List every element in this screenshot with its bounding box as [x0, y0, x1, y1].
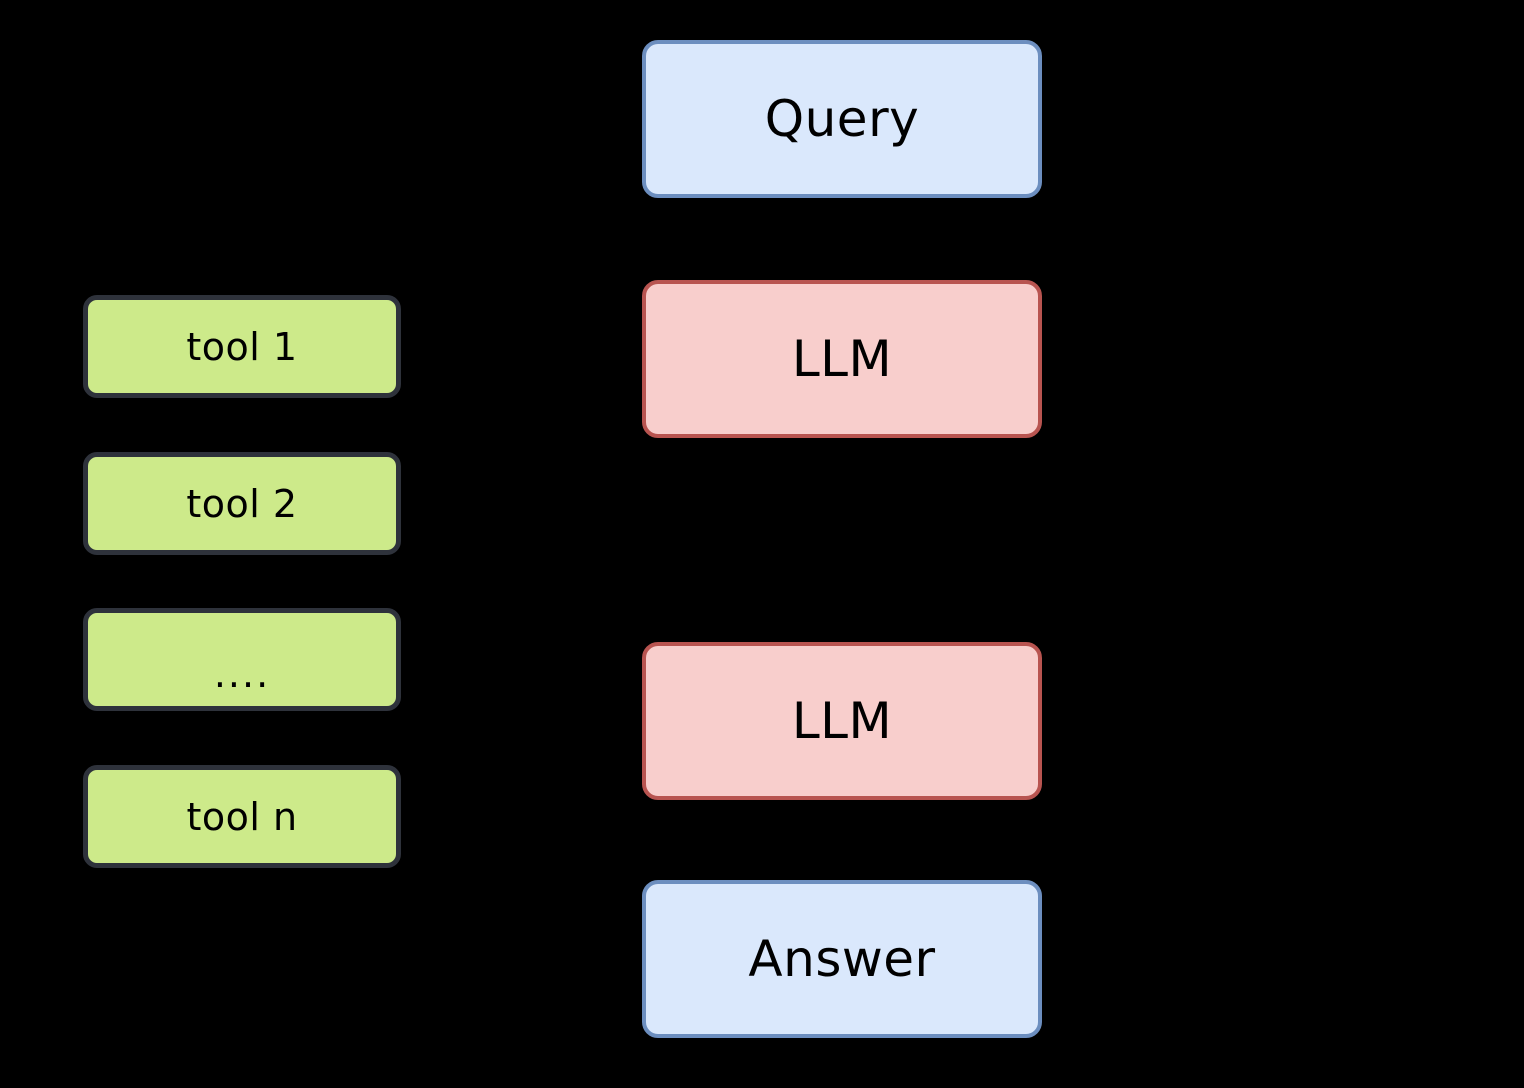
- node-tool-1[interactable]: tool 1: [83, 295, 401, 398]
- node-llm-bottom[interactable]: LLM: [642, 642, 1042, 800]
- node-answer-label: Answer: [748, 930, 936, 988]
- node-query[interactable]: Query: [642, 40, 1042, 198]
- node-tool-2-label: tool 2: [186, 481, 298, 526]
- node-tool-n-label: tool n: [186, 794, 298, 839]
- node-llm-bottom-label: LLM: [791, 692, 893, 750]
- node-tool-n[interactable]: tool n: [83, 765, 401, 868]
- node-tool-ellipsis[interactable]: ....: [83, 608, 401, 711]
- node-query-label: Query: [764, 90, 920, 148]
- node-tool-2[interactable]: tool 2: [83, 452, 401, 555]
- node-answer[interactable]: Answer: [642, 880, 1042, 1038]
- node-llm-top-label: LLM: [791, 330, 893, 388]
- node-llm-top[interactable]: LLM: [642, 280, 1042, 438]
- node-tool-ellipsis-label: ....: [213, 651, 271, 696]
- node-tool-1-label: tool 1: [186, 324, 298, 369]
